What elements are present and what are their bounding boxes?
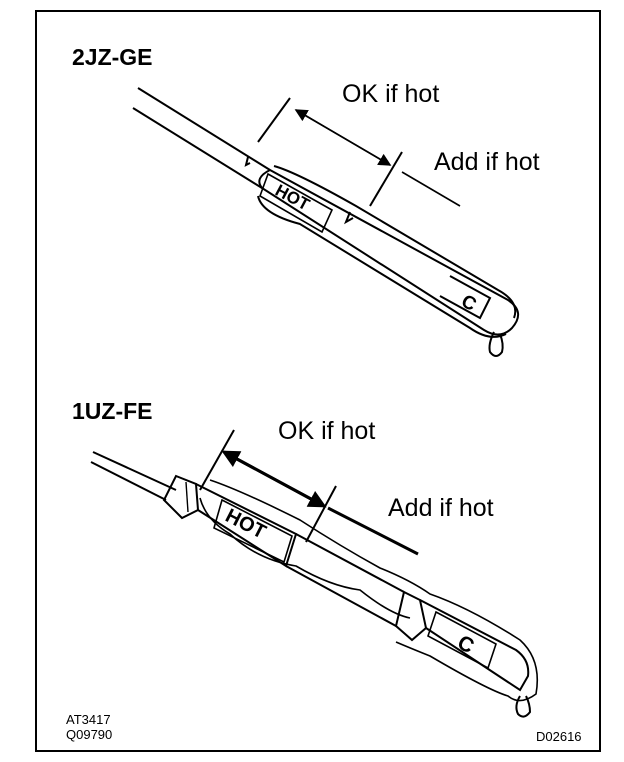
hot-mark-2jz: HOT [272,181,313,215]
ok-if-hot-label-2jz: OK if hot [342,80,440,108]
dipstick-2jz-ge [132,87,519,357]
dipstick-1uz-fe [90,451,539,718]
cold-mark-1uz: C [454,631,478,658]
engine-label-2jz-ge: 2JZ-GE [72,44,153,70]
figure-code-d: D02616 [536,729,582,744]
hot-mark-1uz: HOT [222,505,270,544]
figure-code-at: AT3417 [66,712,111,727]
ok-if-hot-label-1uz: OK if hot [278,417,376,445]
add-if-hot-label-2jz: Add if hot [434,148,540,176]
add-if-hot-label-1uz: Add if hot [388,494,494,522]
range-indicator-1uz [199,429,419,556]
range-indicator-2jz [257,97,461,207]
engine-label-1uz-fe: 1UZ-FE [72,398,153,424]
figure-code-q: Q09790 [66,727,113,742]
cold-mark-2jz: C [458,291,480,316]
figure-frame [35,10,601,752]
